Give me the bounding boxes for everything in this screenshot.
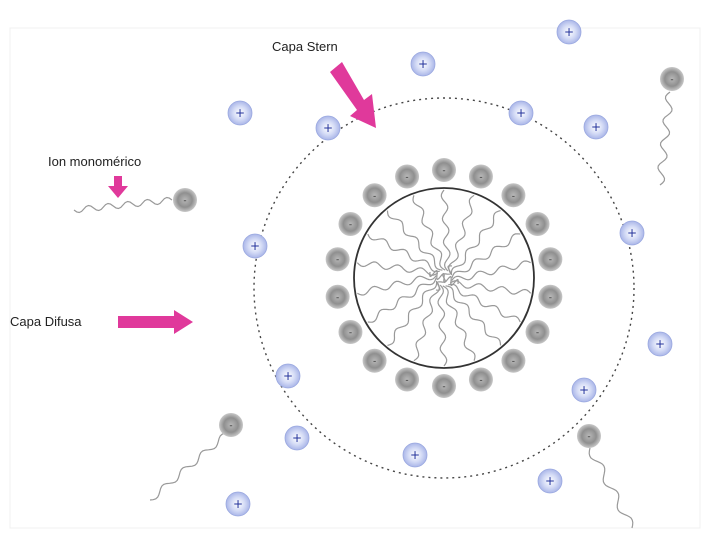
counterion-icon: + xyxy=(557,20,581,44)
svg-text:-: - xyxy=(549,293,552,303)
counterion-icon: + xyxy=(584,115,608,139)
svg-text:+: + xyxy=(579,383,589,397)
svg-text:-: - xyxy=(183,196,186,206)
svg-text:+: + xyxy=(235,106,245,120)
svg-text:+: + xyxy=(410,448,420,462)
svg-text:-: - xyxy=(336,255,339,265)
svg-text:-: - xyxy=(479,375,482,385)
counterion-icon: + xyxy=(572,378,596,402)
svg-text:-: - xyxy=(405,375,408,385)
svg-text:-: - xyxy=(670,75,673,85)
micelle-headgroup-icon: - xyxy=(538,285,562,309)
monomer-tail xyxy=(150,433,228,500)
micelle-headgroup-icon: - xyxy=(395,165,419,189)
svg-text:-: - xyxy=(587,432,590,442)
svg-text:+: + xyxy=(418,57,428,71)
counterion-icon: + xyxy=(620,221,644,245)
svg-text:+: + xyxy=(283,369,293,383)
stern-arrow-icon xyxy=(330,62,376,128)
diffuse-arrow-icon xyxy=(118,310,193,334)
monomer-tail xyxy=(658,92,672,185)
monomer-head-icon: - xyxy=(219,413,243,437)
micelle-headgroup-icon: - xyxy=(363,349,387,373)
micelle-headgroup-icon: - xyxy=(363,183,387,207)
svg-text:-: - xyxy=(405,173,408,183)
counterion-icon: + xyxy=(276,364,300,388)
monomer-label: Ion monomérico xyxy=(48,154,141,169)
micelle-headgroup-icon: - xyxy=(326,247,350,271)
svg-text:-: - xyxy=(336,293,339,303)
svg-text:+: + xyxy=(516,106,526,120)
monomer-head-icon: - xyxy=(660,67,684,91)
counterion-icon: + xyxy=(226,492,250,516)
counterion-icon: + xyxy=(285,426,309,450)
micelle-headgroup-icon: - xyxy=(538,247,562,271)
micelle-headgroup-icon: - xyxy=(526,212,550,236)
micelle-headgroup-icon: - xyxy=(469,367,493,391)
svg-text:-: - xyxy=(549,255,552,265)
monomer-tail xyxy=(589,448,633,528)
svg-text:+: + xyxy=(323,121,333,135)
svg-text:+: + xyxy=(655,337,665,351)
micelle-headgroup-icon: - xyxy=(469,165,493,189)
svg-text:-: - xyxy=(442,166,445,176)
svg-text:+: + xyxy=(292,431,302,445)
micelle-headgroup-icon: - xyxy=(501,349,525,373)
micelle-headgroup-icon: - xyxy=(338,320,362,344)
counterion-icon: + xyxy=(648,332,672,356)
svg-text:-: - xyxy=(512,357,515,367)
micelle-headgroup-icon: - xyxy=(326,285,350,309)
svg-text:-: - xyxy=(512,191,515,201)
micelle-headgroup-icon: - xyxy=(501,183,525,207)
counterion-icon: + xyxy=(509,101,533,125)
micelle-headgroup-icon: - xyxy=(432,158,456,182)
micelle-headgroup-icon: - xyxy=(395,367,419,391)
micelle-headgroup-icon: - xyxy=(432,374,456,398)
svg-text:+: + xyxy=(233,497,243,511)
monomer-head-icon: - xyxy=(173,188,197,212)
svg-text:-: - xyxy=(229,421,232,431)
micelle-headgroup-icon: - xyxy=(338,212,362,236)
svg-text:-: - xyxy=(479,173,482,183)
counterion-icon: + xyxy=(411,52,435,76)
svg-text:-: - xyxy=(536,220,539,230)
stern-label: Capa Stern xyxy=(272,39,338,54)
svg-text:-: - xyxy=(442,382,445,392)
svg-text:+: + xyxy=(250,239,260,253)
svg-text:-: - xyxy=(536,328,539,338)
svg-text:-: - xyxy=(349,220,352,230)
counterion-icon: + xyxy=(316,116,340,140)
monomer-tail xyxy=(74,198,172,213)
counterion-icon: + xyxy=(403,443,427,467)
svg-text:+: + xyxy=(627,226,637,240)
diffuse-label: Capa Difusa xyxy=(10,314,82,329)
counterion-icon: + xyxy=(228,101,252,125)
counterion-icon: + xyxy=(243,234,267,258)
svg-text:-: - xyxy=(349,328,352,338)
svg-text:+: + xyxy=(545,474,555,488)
micelle-headgroup-icon: - xyxy=(526,320,550,344)
monomer-head-icon: - xyxy=(577,424,601,448)
svg-text:+: + xyxy=(591,120,601,134)
svg-text:-: - xyxy=(373,357,376,367)
svg-text:+: + xyxy=(564,25,574,39)
counterion-icon: + xyxy=(538,469,562,493)
svg-text:-: - xyxy=(373,191,376,201)
monomer-arrow-icon xyxy=(108,176,128,198)
